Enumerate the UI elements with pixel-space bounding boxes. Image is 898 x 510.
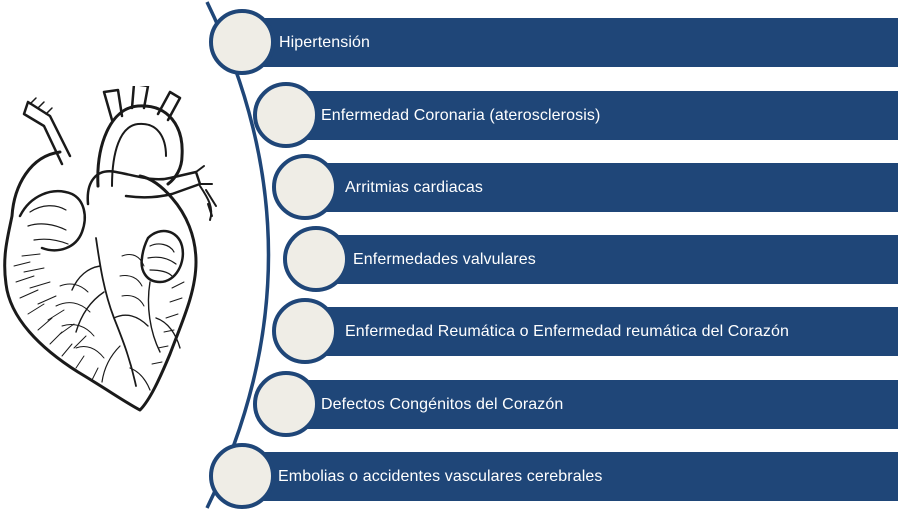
list-item: Arritmias cardiacas [305, 163, 898, 212]
list-bullet [209, 443, 275, 509]
item-label: Defectos Congénitos del Corazón [321, 395, 564, 413]
item-label: Enfermedades valvulares [353, 250, 536, 268]
list-item: Hipertensión [242, 18, 898, 67]
item-label: Embolias o accidentes vasculares cerebra… [278, 467, 603, 485]
list-bullet [283, 226, 349, 292]
list-item: Embolias o accidentes vasculares cerebra… [242, 452, 898, 501]
list-bullet [272, 154, 338, 220]
list-item: Enfermedades valvulares [316, 235, 898, 284]
item-label: Arritmias cardiacas [345, 178, 483, 196]
list-bullet [253, 371, 319, 437]
list-bullet [209, 9, 275, 75]
list-bullet [253, 82, 319, 148]
list-bullet [272, 298, 338, 364]
item-label: Hipertensión [279, 33, 371, 51]
item-label: Enfermedad Coronaria (aterosclerosis) [321, 106, 601, 124]
list-item: Enfermedad Reumática o Enfermedad reumát… [305, 307, 898, 356]
list-item: Defectos Congénitos del Corazón [286, 380, 898, 429]
anatomical-heart-icon [3, 86, 217, 412]
list-item: Enfermedad Coronaria (aterosclerosis) [286, 91, 898, 140]
item-label: Enfermedad Reumática o Enfermedad reumát… [345, 322, 789, 340]
